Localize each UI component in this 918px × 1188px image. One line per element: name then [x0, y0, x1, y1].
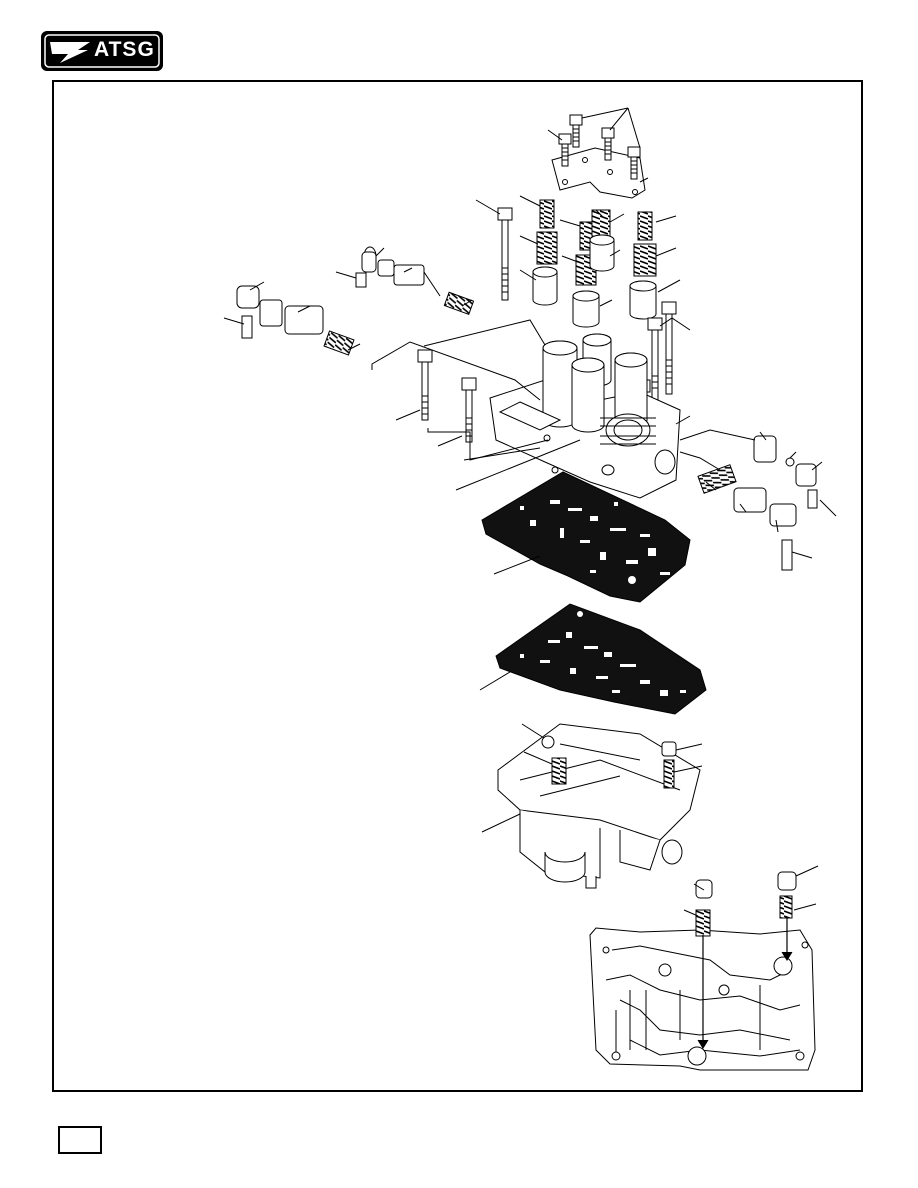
cover-bolts [558, 114, 641, 180]
lower-valve-body [497, 723, 701, 889]
atsg-logo-icon [41, 31, 163, 71]
leader-lines [223, 195, 837, 917]
accumulator-pistons [532, 234, 657, 328]
page-number-box [58, 1126, 102, 1154]
upper-separator-plate [481, 471, 691, 603]
left-spool-valve-lower [236, 285, 355, 356]
right-spool-valve-upper [753, 435, 818, 509]
logo-text: ATSG [94, 38, 155, 61]
right-spool-valve-lower [697, 464, 797, 571]
left-spool-valve-upper [355, 246, 475, 316]
diagram-frame [52, 80, 863, 1092]
lower-separator-plate [495, 603, 707, 715]
upper-valve-body [489, 333, 681, 499]
